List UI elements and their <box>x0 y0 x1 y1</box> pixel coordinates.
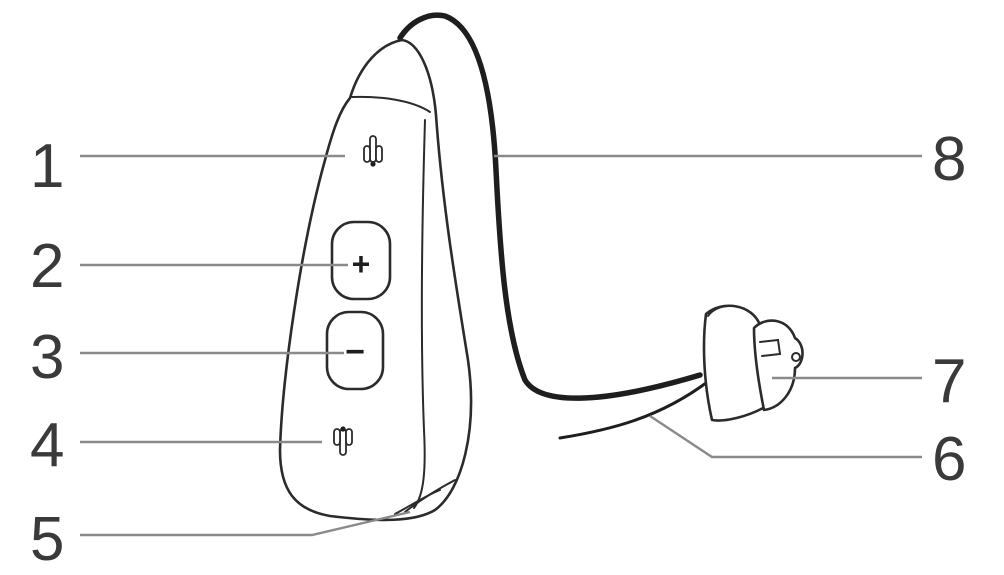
callout-number-4: 4 <box>30 411 64 480</box>
minus-symbol: − <box>345 333 365 371</box>
plus-symbol: + <box>352 246 371 282</box>
callout-number-5: 5 <box>30 505 64 574</box>
leader-line-6 <box>649 414 922 459</box>
callout-number-1: 1 <box>30 132 64 201</box>
callout-number-3: 3 <box>30 323 64 392</box>
callout-number-8: 8 <box>932 125 966 194</box>
ear-dome <box>702 304 804 422</box>
callout-number-7: 7 <box>932 347 966 416</box>
callout-number-6: 6 <box>932 425 966 494</box>
volume-down-button[interactable]: − <box>325 310 385 391</box>
leader-line-5 <box>80 510 411 537</box>
callout-number-2: 2 <box>30 232 64 301</box>
microphone-up-icon <box>363 135 383 167</box>
microphone-down-icon <box>333 426 353 456</box>
retention-wire <box>558 378 712 440</box>
receiver-tube <box>397 12 703 401</box>
volume-up-button[interactable]: + <box>330 220 392 301</box>
